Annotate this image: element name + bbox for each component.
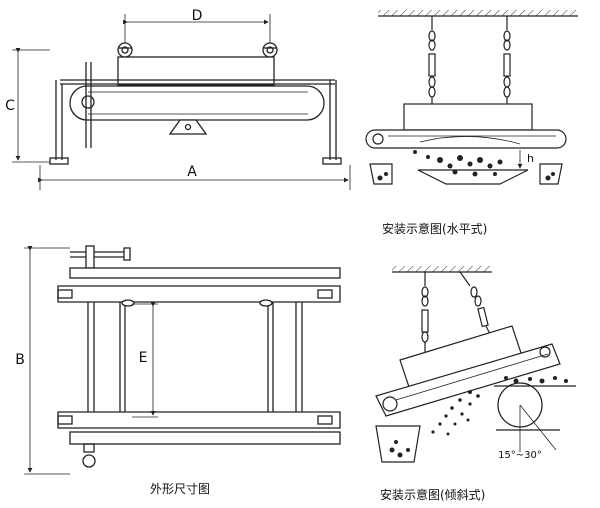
inclined-installation (375, 266, 576, 463)
dimension-a-label: A (187, 164, 197, 180)
dimension-b-label: B (15, 352, 25, 368)
horizontal-chain-left (428, 16, 436, 104)
angle-label: 15°~30° (498, 450, 542, 461)
top-view (24, 245, 341, 475)
dimension-c-label: C (5, 98, 15, 114)
inclined-chain-right (459, 271, 493, 339)
caption-horizontal: 安装示意图(水平式) (382, 222, 488, 236)
inclined-chain-left (421, 272, 429, 352)
dimension-h-label: h (527, 152, 534, 165)
horizontal-chain-right (503, 16, 511, 104)
front-view (12, 14, 351, 190)
dimension-d-label: D (192, 8, 203, 24)
caption-dimensions: 外形尺寸图 (150, 482, 211, 496)
caption-inclined: 安装示意图(倾斜式) (380, 488, 486, 502)
dimension-e-label: E (139, 350, 148, 366)
horizontal-installation (365, 10, 578, 185)
